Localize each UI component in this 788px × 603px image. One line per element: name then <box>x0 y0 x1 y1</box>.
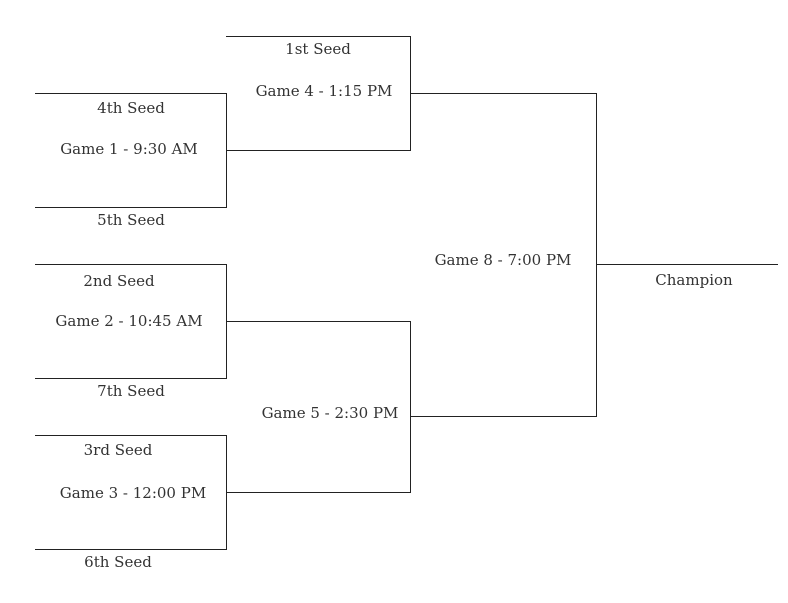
game8-label: Game 8 - 7:00 PM <box>434 251 572 269</box>
champion-line <box>596 264 778 265</box>
seed4-line <box>35 93 227 94</box>
seed7-line <box>35 378 227 379</box>
seed7-label: 7th Seed <box>97 382 165 400</box>
game5-winner-line <box>410 416 597 417</box>
champion-label: Champion <box>655 271 733 289</box>
game4-label: Game 4 - 1:15 PM <box>255 82 393 100</box>
seed2-line <box>35 264 227 265</box>
game2-label: Game 2 - 10:45 AM <box>55 312 203 330</box>
game2-winner-line <box>226 321 411 322</box>
seed3-line <box>35 435 227 436</box>
game4-winner-line <box>410 93 597 94</box>
seed2-label: 2nd Seed <box>83 272 155 290</box>
seed4-label: 4th Seed <box>97 99 165 117</box>
game1-winner-line <box>226 150 411 151</box>
game8-connector <box>596 93 597 417</box>
seed6-line <box>35 549 227 550</box>
seed5-line <box>35 207 227 208</box>
game5-label: Game 5 - 2:30 PM <box>261 404 399 422</box>
game1-label: Game 1 - 9:30 AM <box>60 140 198 158</box>
game3-winner-line <box>226 492 411 493</box>
game3-label: Game 3 - 12:00 PM <box>59 484 207 502</box>
seed6-label: 6th Seed <box>84 553 152 571</box>
game5-connector <box>410 321 411 493</box>
seed3-label: 3rd Seed <box>83 441 153 459</box>
seed5-label: 5th Seed <box>97 211 165 229</box>
seed1-label: 1st Seed <box>285 40 351 58</box>
seed1-line <box>226 36 411 37</box>
